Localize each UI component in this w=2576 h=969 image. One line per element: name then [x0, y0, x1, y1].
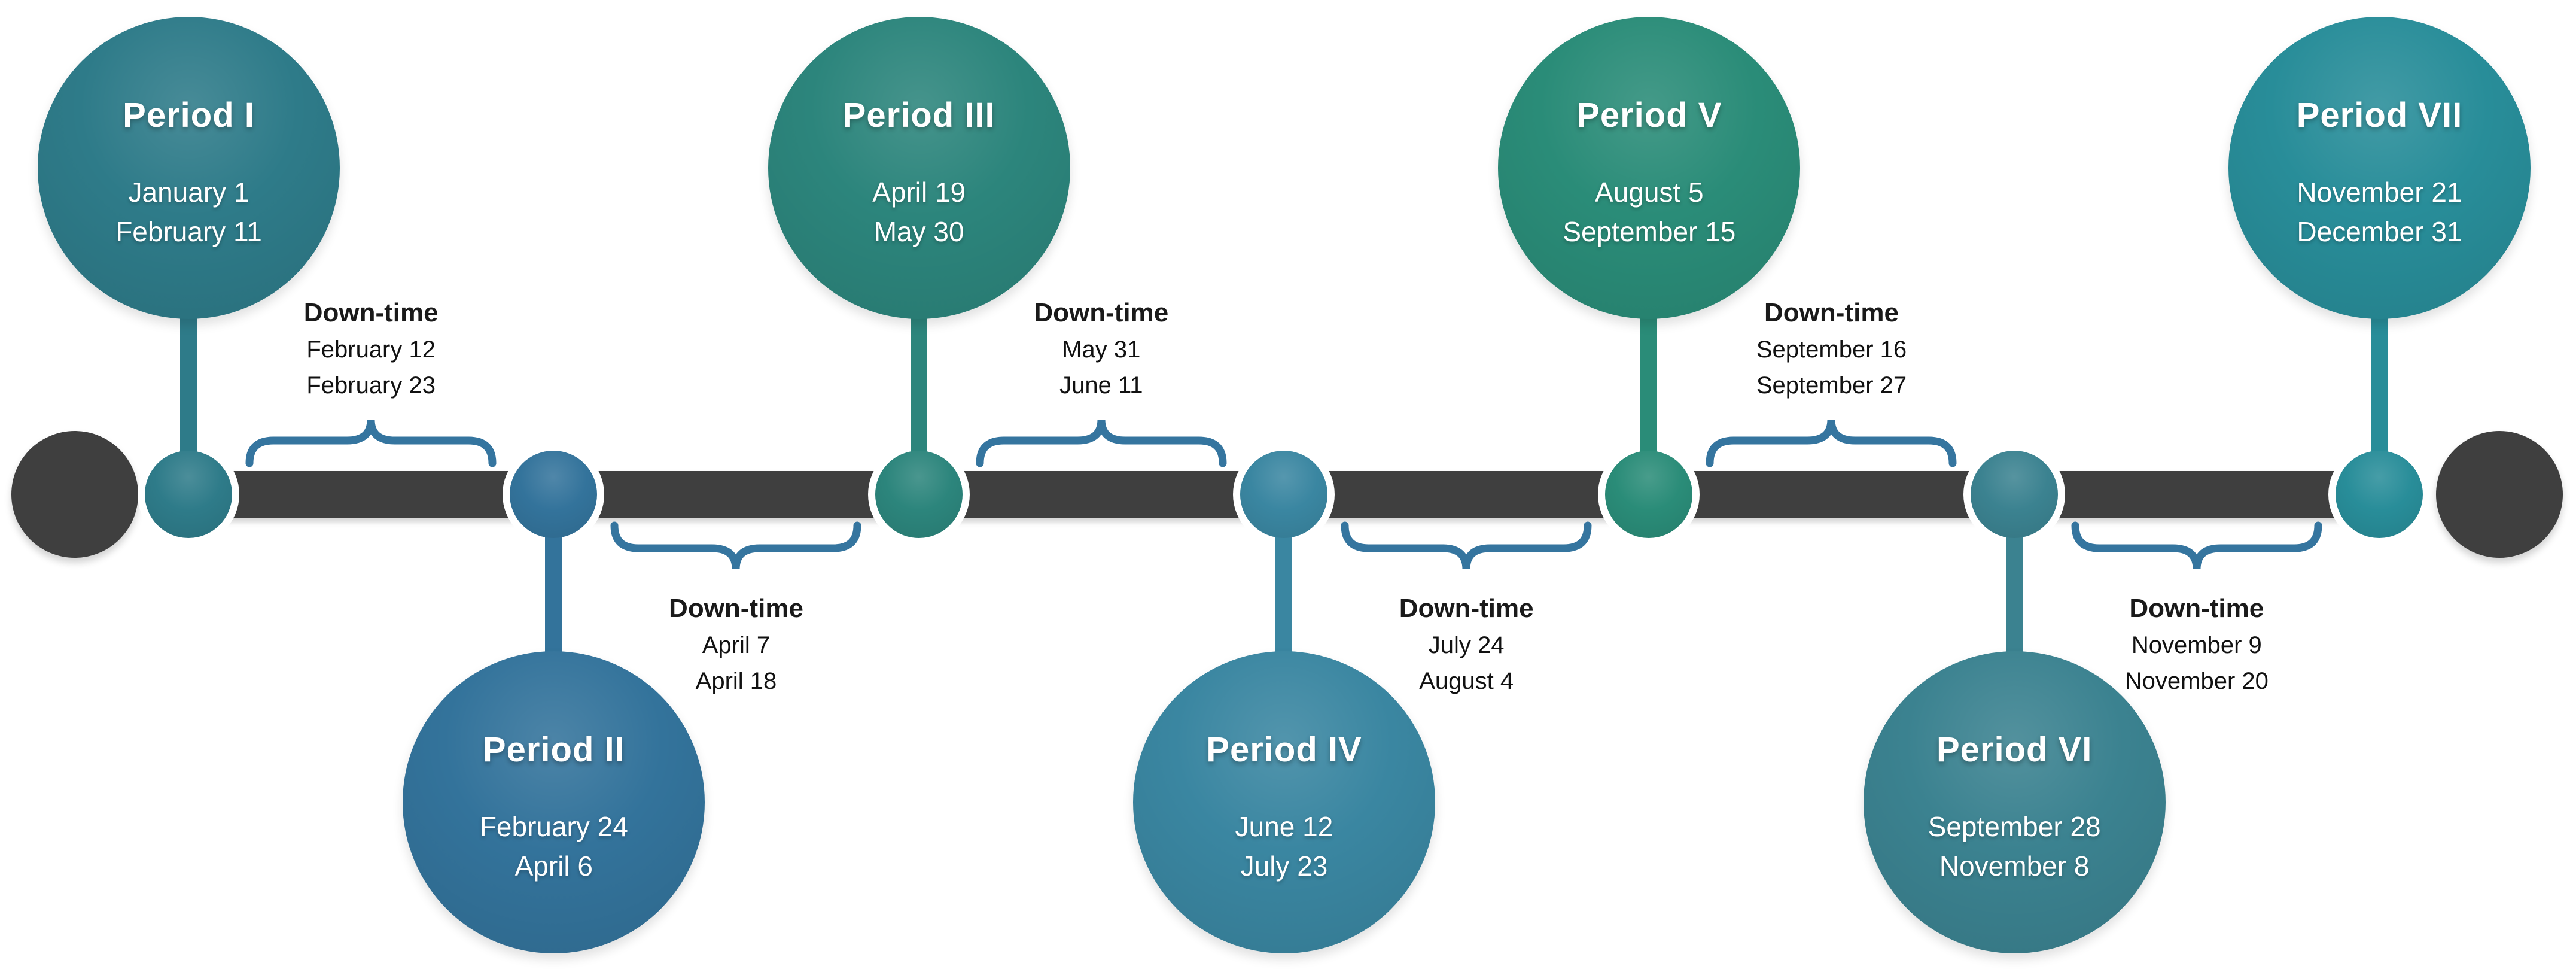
- period-start-date: April 19: [872, 177, 966, 208]
- period-start-date: February 24: [479, 811, 628, 843]
- period-dates: June 12 July 23: [1133, 807, 1435, 886]
- downtime-title: Down-time: [303, 298, 439, 327]
- timeline-node: [510, 451, 598, 538]
- period-dates: September 28 November 8: [1864, 807, 2166, 886]
- period-dates: August 5 September 15: [1498, 172, 1800, 251]
- period-circle: Period VI September 28 November 8: [1863, 651, 2166, 953]
- period-title: Period I: [123, 96, 255, 135]
- period-dates: January 1 February 11: [38, 172, 340, 251]
- downtime-brace: [1341, 521, 1592, 570]
- timeline-node: [2335, 451, 2423, 538]
- period-circle: Period VII November 21 December 31: [2228, 17, 2531, 319]
- downtime-end-date: November 20: [2124, 668, 2269, 694]
- downtime-title: Down-time: [669, 594, 803, 623]
- downtime-brace: [1706, 419, 1957, 467]
- period-end-date: April 6: [514, 850, 593, 882]
- period-end-date: December 31: [2297, 216, 2462, 248]
- downtime-start-date: February 12: [306, 336, 436, 363]
- downtime-end-date: August 4: [1419, 668, 1514, 694]
- period-start-date: September 28: [1928, 811, 2101, 843]
- period-circle: Period II February 24 April 6: [403, 651, 705, 953]
- period-start-date: August 5: [1595, 177, 1704, 208]
- downtime-brace: [245, 419, 497, 467]
- period-dates: April 19 May 30: [768, 172, 1070, 251]
- downtime-start-date: July 24: [1428, 632, 1505, 658]
- period-start-date: June 12: [1235, 811, 1333, 843]
- downtime-start-date: May 31: [1062, 336, 1141, 363]
- timeline-endcap-left: [11, 431, 138, 558]
- period-title: Period III: [842, 96, 995, 135]
- period-dates: November 21 December 31: [2228, 172, 2531, 251]
- downtime-title: Down-time: [1034, 298, 1169, 327]
- period-title: Period II: [482, 730, 625, 770]
- timeline-endcap-right: [2436, 431, 2563, 558]
- downtime-title: Down-time: [2129, 594, 2264, 623]
- period-title: Period V: [1576, 96, 1722, 135]
- downtime-end-date: February 23: [306, 372, 436, 399]
- period-circle: Period IV June 12 July 23: [1132, 651, 1435, 953]
- period-title: Period IV: [1206, 730, 1362, 770]
- downtime-end-date: June 11: [1059, 372, 1143, 399]
- period-dates: February 24 April 6: [403, 807, 705, 886]
- timeline-node: [875, 451, 963, 538]
- timeline-node: [1605, 451, 1693, 538]
- downtime-brace: [976, 419, 1227, 467]
- period-title: Period VI: [1936, 730, 2093, 770]
- period-end-date: September 15: [1563, 216, 1736, 248]
- timeline-node: [1970, 451, 2058, 538]
- downtime-title: Down-time: [1399, 594, 1534, 623]
- period-start-date: January 1: [128, 177, 249, 208]
- downtime-start-date: November 9: [2131, 632, 2262, 658]
- downtime-start-date: April 7: [702, 632, 771, 658]
- period-start-date: November 21: [2297, 177, 2462, 208]
- period-circle: Period V August 5 September 15: [1498, 17, 1801, 319]
- timeline-node: [1240, 451, 1327, 538]
- period-title: Period VII: [2296, 96, 2463, 135]
- downtime-start-date: September 16: [1756, 336, 1907, 363]
- period-circle: Period I January 1 February 11: [38, 17, 340, 319]
- period-end-date: November 8: [1939, 850, 2090, 882]
- timeline-node: [145, 451, 232, 538]
- downtime-title: Down-time: [1764, 298, 1899, 327]
- downtime-brace: [2071, 521, 2322, 570]
- downtime-end-date: April 18: [695, 668, 777, 694]
- downtime-end-date: September 27: [1756, 372, 1907, 399]
- period-end-date: May 30: [873, 216, 964, 248]
- period-end-date: February 11: [115, 216, 262, 248]
- downtime-brace: [610, 521, 861, 570]
- period-end-date: July 23: [1240, 850, 1328, 882]
- period-circle: Period III April 19 May 30: [768, 17, 1070, 319]
